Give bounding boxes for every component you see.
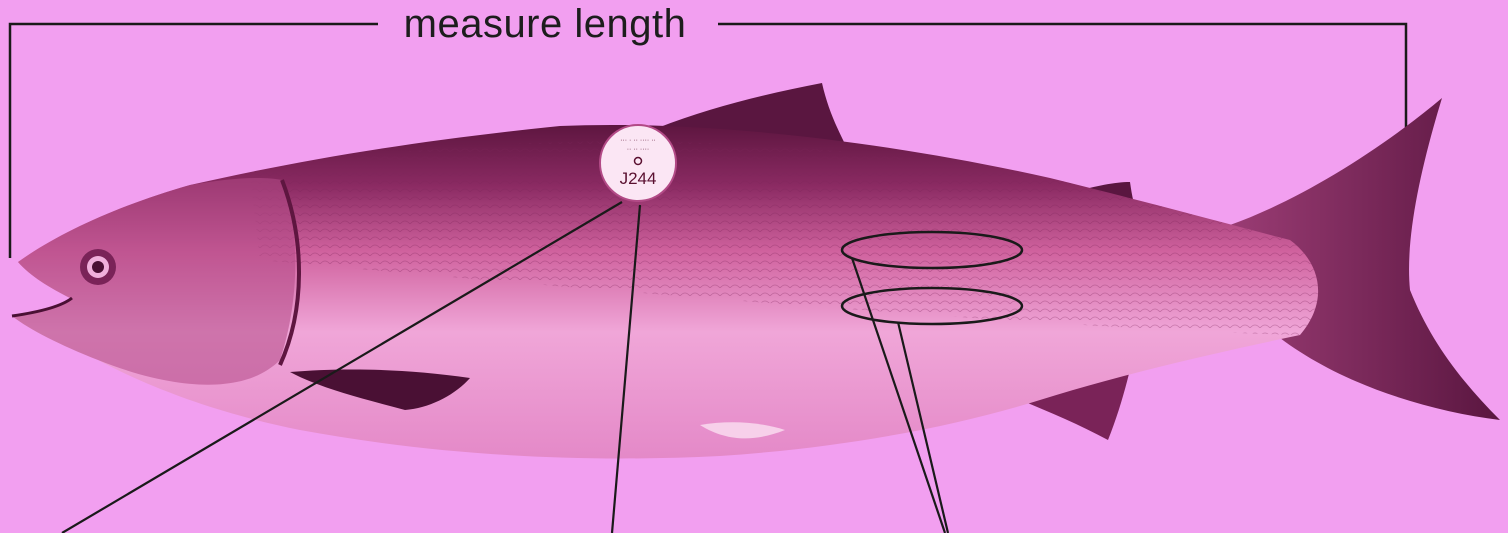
fish-tag: ··· · ·· ···· ·· ·· ·· ···· J244	[600, 125, 676, 201]
svg-text:··· · ·· ···· ··: ··· · ·· ···· ··	[620, 137, 656, 144]
tag-number: J244	[620, 169, 657, 188]
svg-text:·· ·· ····: ·· ·· ····	[627, 146, 650, 153]
fish-head	[12, 178, 295, 385]
measure-length-label: measure length	[380, 0, 710, 48]
fish-eye	[80, 249, 116, 285]
